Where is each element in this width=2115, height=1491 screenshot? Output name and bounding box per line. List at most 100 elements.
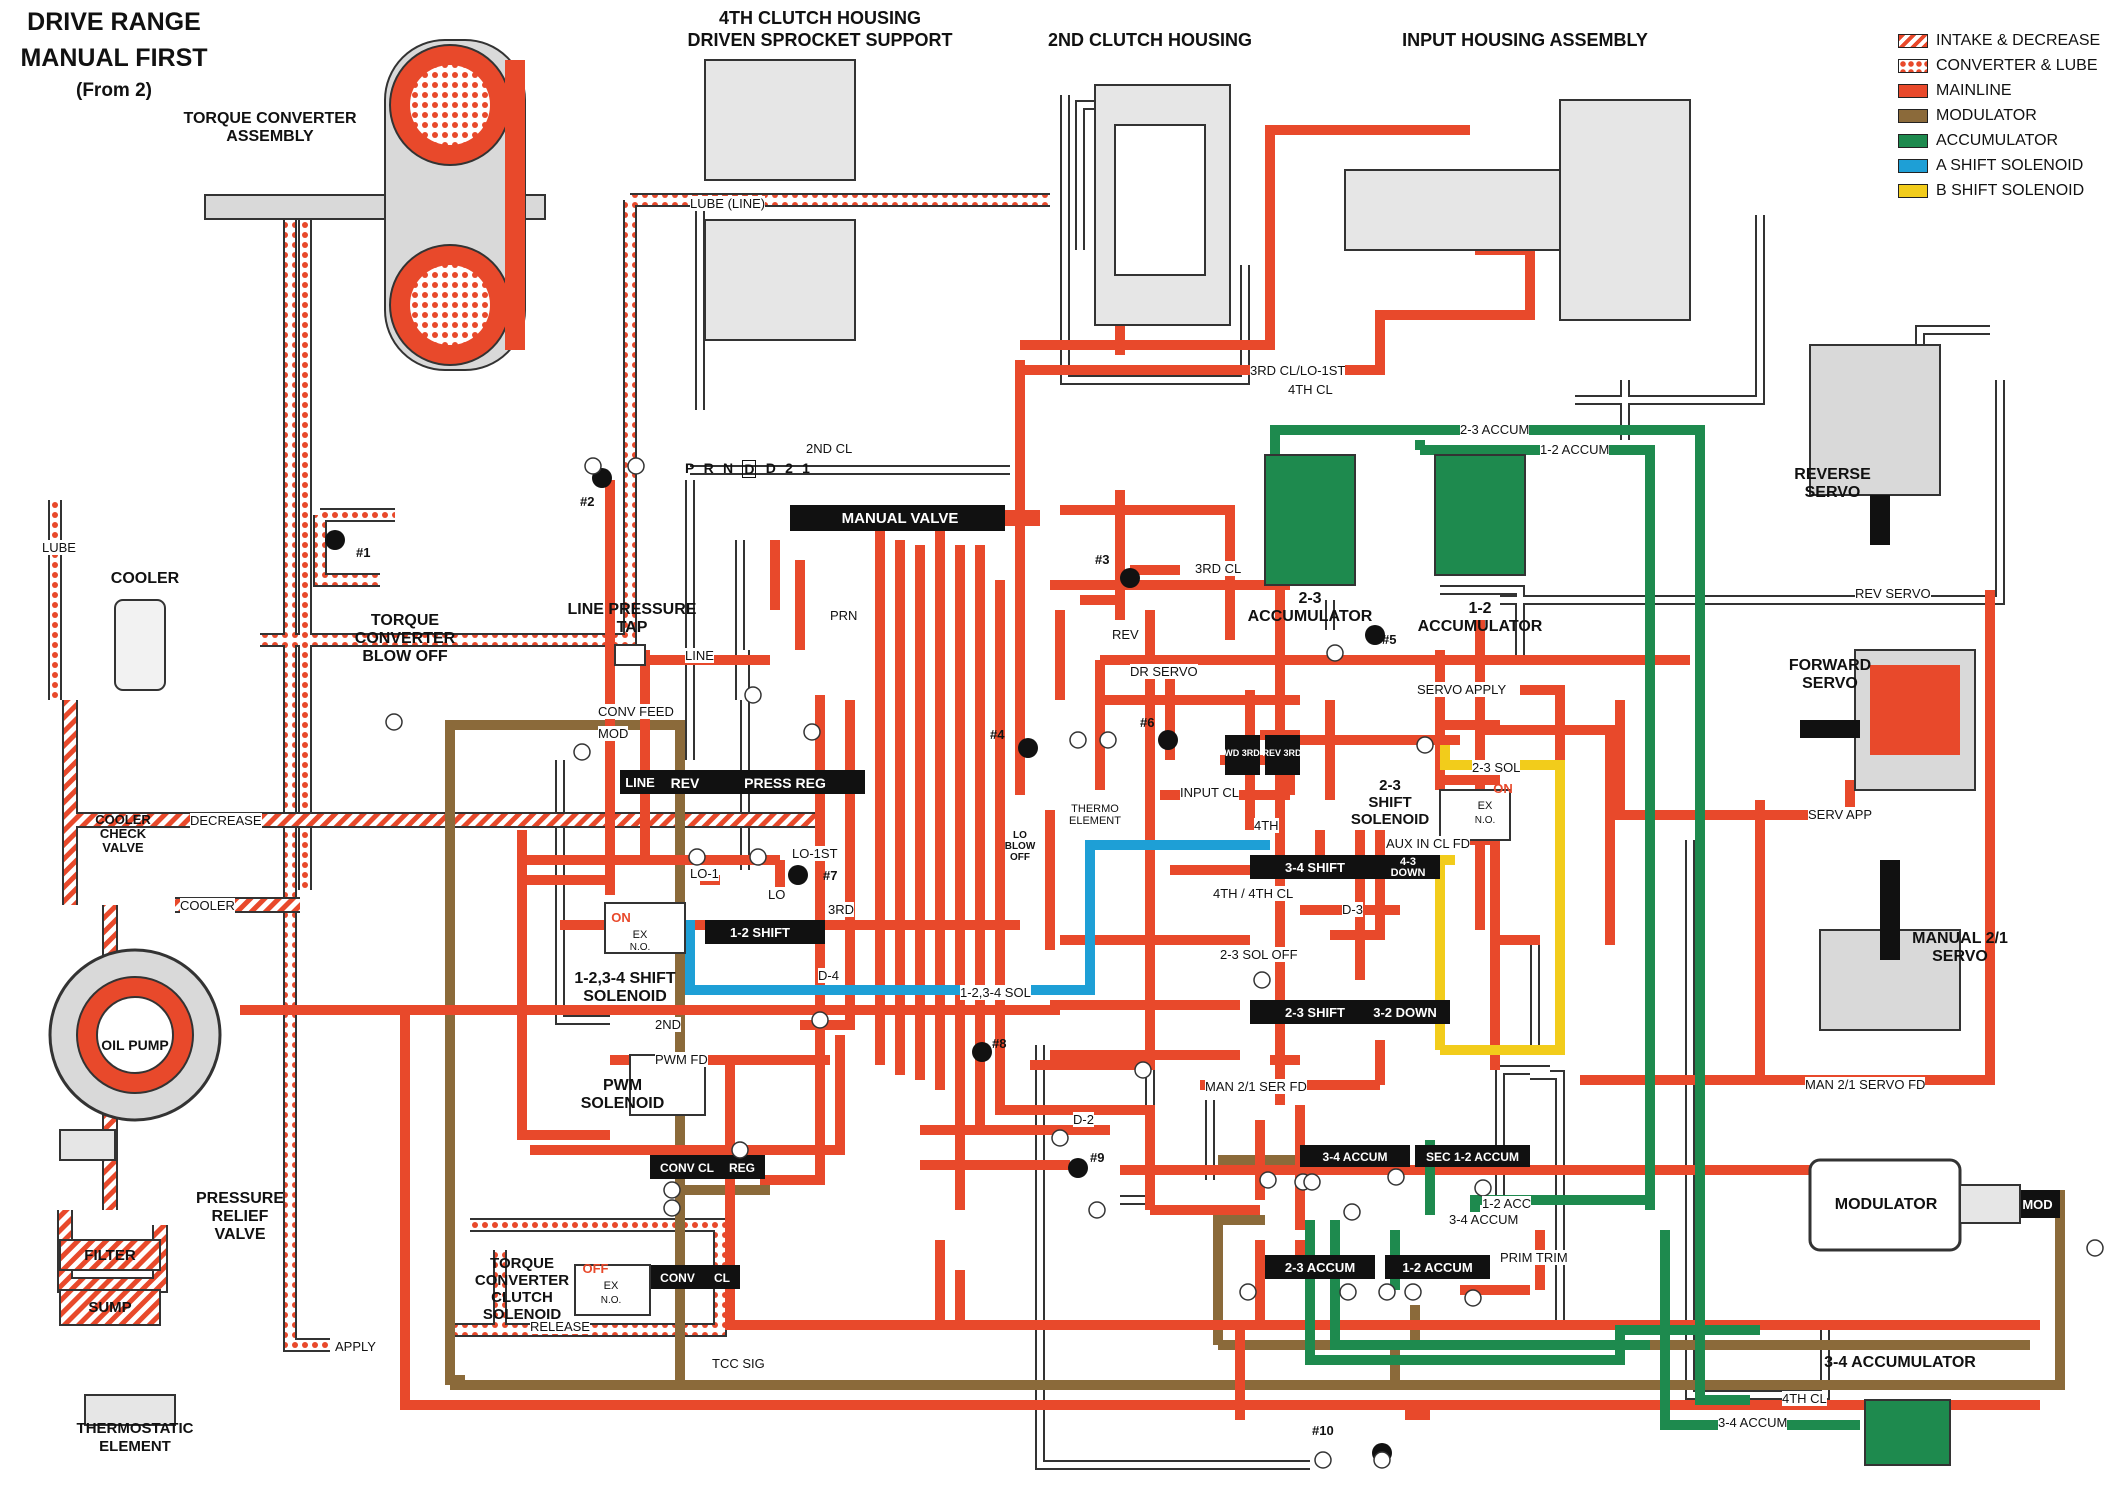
checkball-8: #8 — [992, 1036, 1007, 1051]
passage-d-3: D-3 — [1342, 902, 1363, 917]
checkball-6: #6 — [1140, 715, 1155, 730]
passage-3rd-cl: 3RD CL — [1195, 561, 1242, 576]
valve-line: LINE — [625, 775, 655, 790]
checkball-9: #9 — [1090, 1150, 1105, 1165]
gear-1: 1 — [802, 460, 810, 476]
legend-label: CONVERTER & LUBE — [1936, 56, 2098, 74]
valve-4-3-down: 4-3 DOWN — [1390, 856, 1426, 879]
valve-1-2-accum: 1-2 ACCUM — [1402, 1260, 1473, 1275]
legend-label: A SHIFT SOLENOID — [1936, 156, 2084, 174]
manual-valve — [790, 505, 1040, 531]
legend-swatch-dots — [1898, 58, 1928, 73]
passage-cooler: COOLER — [180, 898, 235, 913]
passage-conv-feed: CONV FEED — [598, 704, 674, 719]
sol-23-ex: EX — [1477, 800, 1493, 812]
legend-label: MAINLINE — [1936, 81, 2012, 99]
legend-label: MODULATOR — [1936, 106, 2037, 124]
passage-3rd-cl-lo-1st: 3RD CL/LO-1ST — [1250, 363, 1346, 378]
legend-swatch-solid — [1898, 108, 1928, 123]
passage-dr-servo: DR SERVO — [1130, 664, 1198, 679]
passage-4th-cl: 4TH CL — [1288, 382, 1333, 397]
legend-label: INTAKE & DECREASE — [1936, 31, 2101, 49]
passage-man-2-1-ser-fd: MAN 2/1 SER FD — [1205, 1079, 1307, 1094]
legend-swatch-solid — [1898, 83, 1928, 98]
valve-2-3-shift: 2-3 SHIFT — [1285, 1005, 1345, 1020]
valve-rev: REV — [670, 775, 700, 791]
passage-4th: 4TH — [1254, 818, 1279, 833]
legend-b-shift-solenoid: B SHIFT SOLENOID — [1898, 178, 2100, 203]
gear-r: R — [703, 460, 714, 476]
legend-label: B SHIFT SOLENOID — [1936, 181, 2085, 199]
sol-1234-no: N.O. — [629, 942, 651, 953]
checkball-3: #3 — [1095, 552, 1110, 567]
sol-1234-ex: EX — [632, 929, 648, 941]
valve-conv-cl: CONV CL — [660, 1161, 714, 1175]
checkball-5: #5 — [1382, 632, 1397, 647]
input-housing-assembly — [1344, 99, 1691, 321]
label-cooler-check-valve: COOLER CHECK VALVE — [95, 812, 151, 855]
checkball-4: #4 — [990, 727, 1005, 742]
valve-press-reg: PRESS REG — [744, 775, 826, 791]
passage-input-cl: INPUT CL — [1180, 785, 1239, 800]
passage-2-3-sol: 2-3 SOL — [1472, 760, 1521, 775]
passage-rev: REV — [1112, 627, 1139, 642]
valve-cl: CL — [714, 1271, 730, 1285]
a-shift-solenoid-passages — [685, 840, 1270, 995]
thermostatic-element — [84, 1394, 176, 1426]
passage-2nd-cl: 2ND CL — [806, 441, 853, 456]
header-2nd-clutch-housing: 2ND CLUTCH HOUSING — [1047, 30, 1252, 50]
filter-sump — [59, 1129, 161, 1326]
cooler — [114, 599, 166, 691]
gear-d-boxed: D — [742, 460, 757, 478]
label-tcc-solenoid: TORQUE CONVERTER CLUTCH SOLENOID — [474, 1255, 570, 1323]
label-1-2-accumulator: 1-2 ACCUMULATOR — [1417, 600, 1543, 635]
oil-pump — [48, 948, 222, 1122]
diagram-title-line2: MANUAL FIRST — [20, 44, 208, 72]
legend-accumulator: ACCUMULATOR — [1898, 128, 2100, 153]
sol-23-no: N.O. — [1474, 815, 1496, 826]
passage-apply: APPLY — [335, 1339, 376, 1354]
legend-swatch-solid — [1898, 183, 1928, 198]
passage-d-4: D-4 — [818, 968, 839, 983]
passage-2-3-sol-off: 2-3 SOL OFF — [1220, 947, 1298, 962]
legend-label: ACCUMULATOR — [1936, 131, 2059, 149]
valve-3-4-shift: 3-4 SHIFT — [1285, 860, 1345, 875]
label-sump: SUMP — [88, 1299, 132, 1316]
passage-rev-servo: REV SERVO — [1855, 586, 1931, 601]
diagram-title-line3: (From 2) — [76, 80, 152, 101]
valve-sec-1-2-accum: SEC 1-2 ACCUM — [1426, 1150, 1519, 1164]
gear-2: 2 — [785, 460, 793, 476]
label-pressure-relief-valve: PRESSURE RELIEF VALVE — [195, 1190, 285, 1243]
checkball-10: #10 — [1312, 1423, 1334, 1438]
passage-3-4-accum-lower: 3-4 ACCUM — [1718, 1415, 1788, 1430]
label-torque-converter: TORQUE CONVERTER ASSEMBLY — [183, 110, 357, 145]
label-3-4-accumulator: 3-4 ACCUMULATOR — [1824, 1354, 1976, 1371]
diagram-title-line1: DRIVE RANGE — [27, 8, 201, 36]
passage-4th-4th-cl: 4TH / 4TH CL — [1213, 886, 1294, 901]
label-2-3-shift-solenoid: 2-3 SHIFT SOLENOID — [1350, 777, 1430, 828]
label-thermostatic-element: THERMOSTATIC ELEMENT — [76, 1420, 194, 1455]
passage-2-3-accum: 2-3 ACCUM — [1460, 422, 1530, 437]
passage-lo-1: LO-1 — [690, 866, 719, 881]
header-driven-sprocket-support: DRIVEN SPROCKET SUPPORT — [687, 30, 953, 50]
legend-mainline: MAINLINE — [1898, 78, 2100, 103]
b-shift-solenoid-passages — [1435, 745, 1565, 1055]
legend-a-shift-solenoid: A SHIFT SOLENOID — [1898, 153, 2100, 178]
label-2-3-accumulator: 2-3 ACCUMULATOR — [1247, 590, 1373, 625]
legend-swatch-solid — [1898, 158, 1928, 173]
sol-tcc-off: OFF — [582, 1261, 609, 1276]
sol-tcc-no: N.O. — [600, 1295, 622, 1306]
sol-tcc-ex: EX — [603, 1280, 619, 1292]
label-oil-pump: OIL PUMP — [101, 1037, 169, 1053]
valve-3-4-accum: 3-4 ACCUM — [1322, 1150, 1388, 1164]
passage-prn: PRN — [830, 608, 858, 623]
passage-lo: LO — [768, 887, 786, 902]
servos — [1800, 344, 1976, 1031]
sol-23-on: ON — [1493, 781, 1513, 796]
mainline-passages — [240, 125, 2040, 1420]
gear-d: D — [765, 460, 776, 476]
valve-1-2-shift: 1-2 SHIFT — [730, 925, 790, 940]
passage-decrease: DECREASE — [190, 813, 262, 828]
